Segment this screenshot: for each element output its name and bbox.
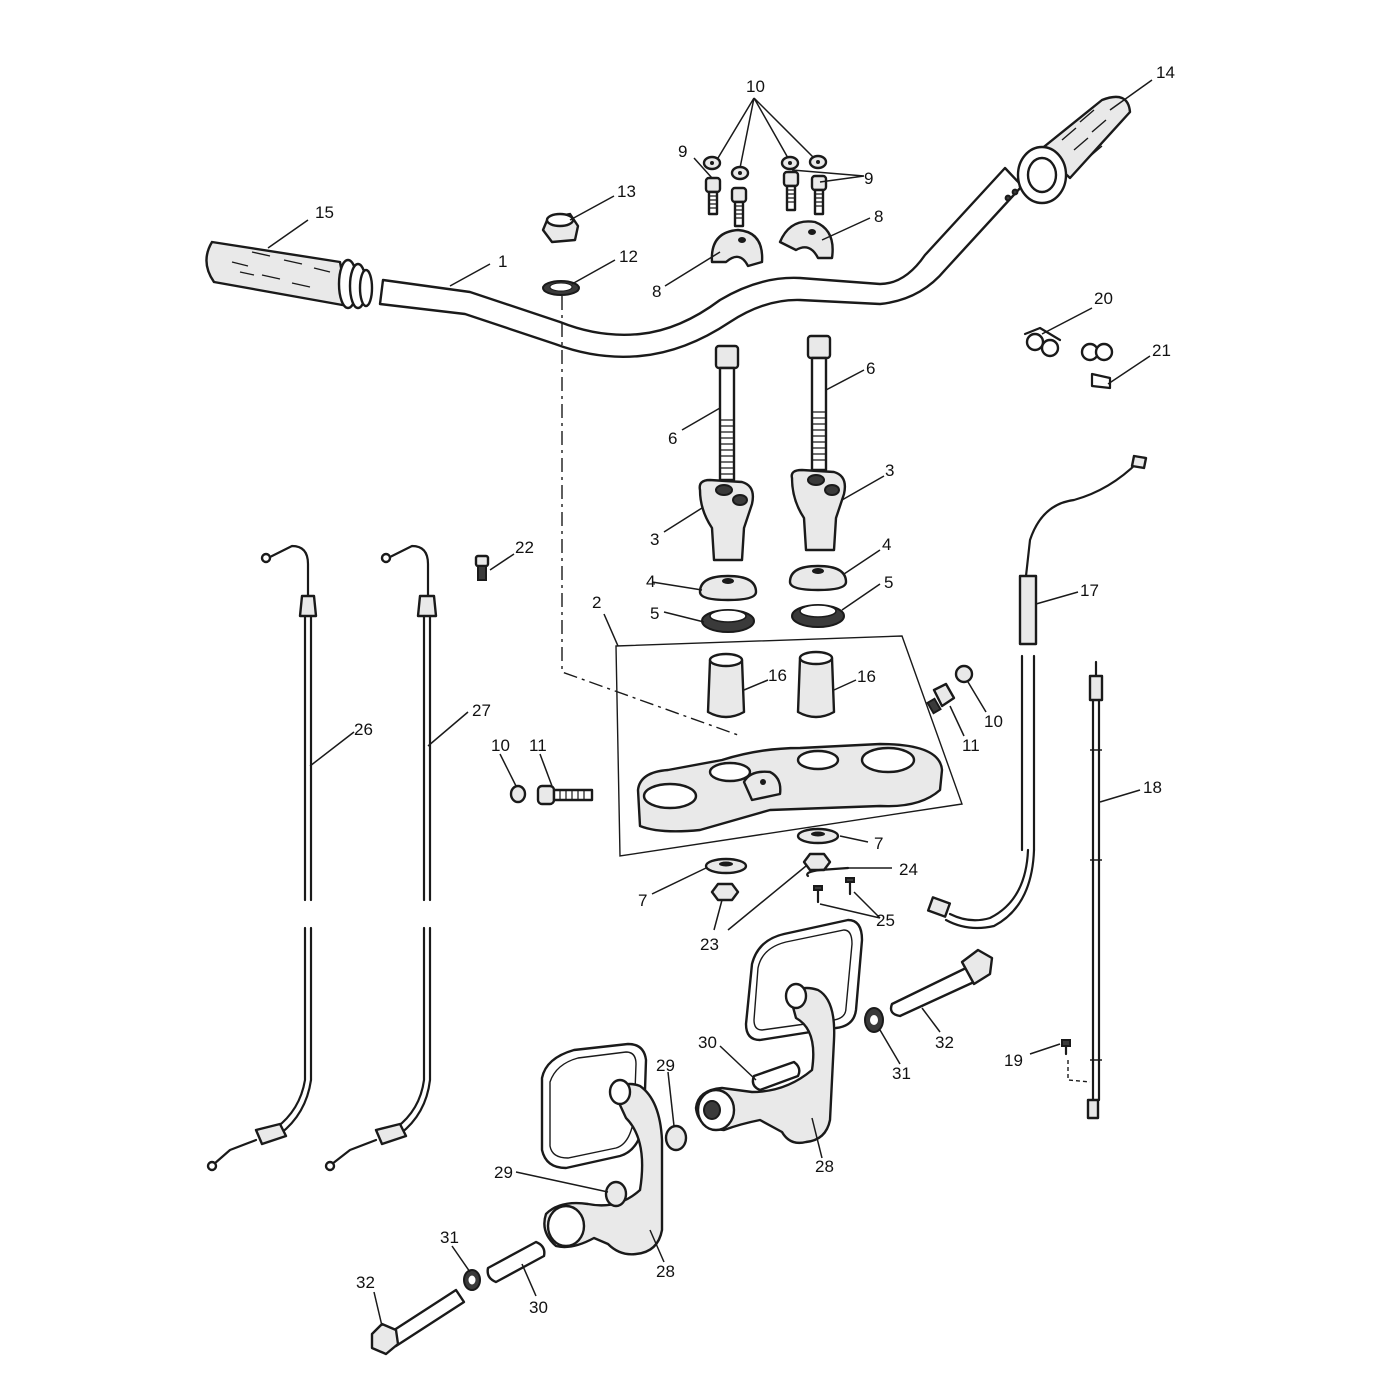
callout-31: 31 (440, 1228, 459, 1247)
callout-14: 14 (1156, 63, 1175, 82)
rubber-mounts-5 (701, 604, 845, 633)
top-yoke-outline (615, 635, 963, 857)
callout-15: 15 (315, 203, 334, 222)
callout-25: 25 (876, 911, 895, 930)
callout-23: 23 (700, 935, 719, 954)
mirror-right (694, 918, 864, 1145)
bolt-11-left (509, 784, 594, 806)
callout-4: 4 (646, 572, 655, 591)
bolt-11-right (926, 664, 974, 715)
clips-21 (1080, 342, 1114, 390)
clips-20 (1023, 326, 1062, 358)
bushings-16 (706, 650, 836, 719)
callout-6: 6 (866, 359, 875, 378)
callout-18: 18 (1143, 778, 1162, 797)
callout-3: 3 (885, 461, 894, 480)
bushings-29 (604, 1124, 688, 1208)
callout-30: 30 (698, 1033, 717, 1052)
callout-29: 29 (656, 1056, 675, 1075)
callout-5: 5 (884, 573, 893, 592)
callout-31: 31 (892, 1064, 911, 1083)
callout-7: 7 (638, 891, 647, 910)
bolts-32 (370, 948, 994, 1356)
washer-12 (542, 280, 580, 296)
callout-10: 10 (746, 77, 765, 96)
callout-28: 28 (815, 1157, 834, 1176)
callout-30: 30 (529, 1298, 548, 1317)
washers-7-nuts-23 (704, 827, 840, 902)
bolts-9 (704, 170, 828, 228)
callout-11: 11 (529, 736, 547, 755)
cap-nut-13 (541, 212, 580, 244)
callout-1: 1 (498, 252, 507, 271)
callout-10: 10 (984, 712, 1003, 731)
callout-19: 19 (1004, 1051, 1023, 1070)
callout-8: 8 (652, 282, 661, 301)
top-yoke (636, 742, 944, 833)
callout-5: 5 (650, 604, 659, 623)
callout-4: 4 (882, 535, 891, 554)
callout-29: 29 (494, 1163, 513, 1182)
bolt-22 (474, 554, 490, 581)
pins-30 (486, 1060, 801, 1284)
callout-8: 8 (874, 207, 883, 226)
callout-numbers: 1 2 3 3 4 4 5 5 6 6 7 7 8 8 9 9 10 10 10… (315, 63, 1175, 1317)
callout-16: 16 (768, 666, 787, 685)
callout-21: 21 (1152, 341, 1171, 360)
callout-6: 6 (668, 429, 677, 448)
washers-10-top (702, 154, 828, 181)
callout-16: 16 (857, 667, 876, 686)
callout-28: 28 (656, 1262, 675, 1281)
clutch-cable-17 (926, 454, 1148, 930)
leader-lines (267, 79, 1153, 1327)
risers-3 (698, 468, 847, 562)
callout-3: 3 (650, 530, 659, 549)
callout-27: 27 (472, 701, 491, 720)
throttle-cable-27 (324, 544, 438, 1172)
screws-25 (813, 877, 855, 904)
speedo-cable-18 (1067, 660, 1104, 1120)
callout-20: 20 (1094, 289, 1113, 308)
callout-11: 11 (962, 736, 980, 755)
callout-26: 26 (354, 720, 373, 739)
mirror-left (540, 1042, 664, 1256)
long-bolts-6 (714, 334, 832, 482)
callout-24: 24 (899, 860, 918, 879)
callout-32: 32 (356, 1273, 375, 1292)
callout-9: 9 (678, 142, 687, 161)
callout-12: 12 (619, 247, 638, 266)
callout-17: 17 (1080, 581, 1099, 600)
callout-32: 32 (935, 1033, 954, 1052)
washers-31 (463, 1007, 884, 1291)
right-grip (1016, 95, 1132, 205)
throttle-cable-26 (206, 544, 318, 1172)
callout-2: 2 (592, 593, 601, 612)
callout-10: 10 (491, 736, 510, 755)
screw-19 (1061, 1039, 1071, 1056)
callout-7: 7 (874, 834, 883, 853)
left-grip (205, 240, 374, 310)
washers-4 (698, 564, 848, 602)
clamps-8 (710, 220, 834, 268)
callout-13: 13 (617, 182, 636, 201)
callout-22: 22 (515, 538, 534, 557)
callout-9: 9 (864, 169, 873, 188)
clip-24 (806, 866, 850, 878)
